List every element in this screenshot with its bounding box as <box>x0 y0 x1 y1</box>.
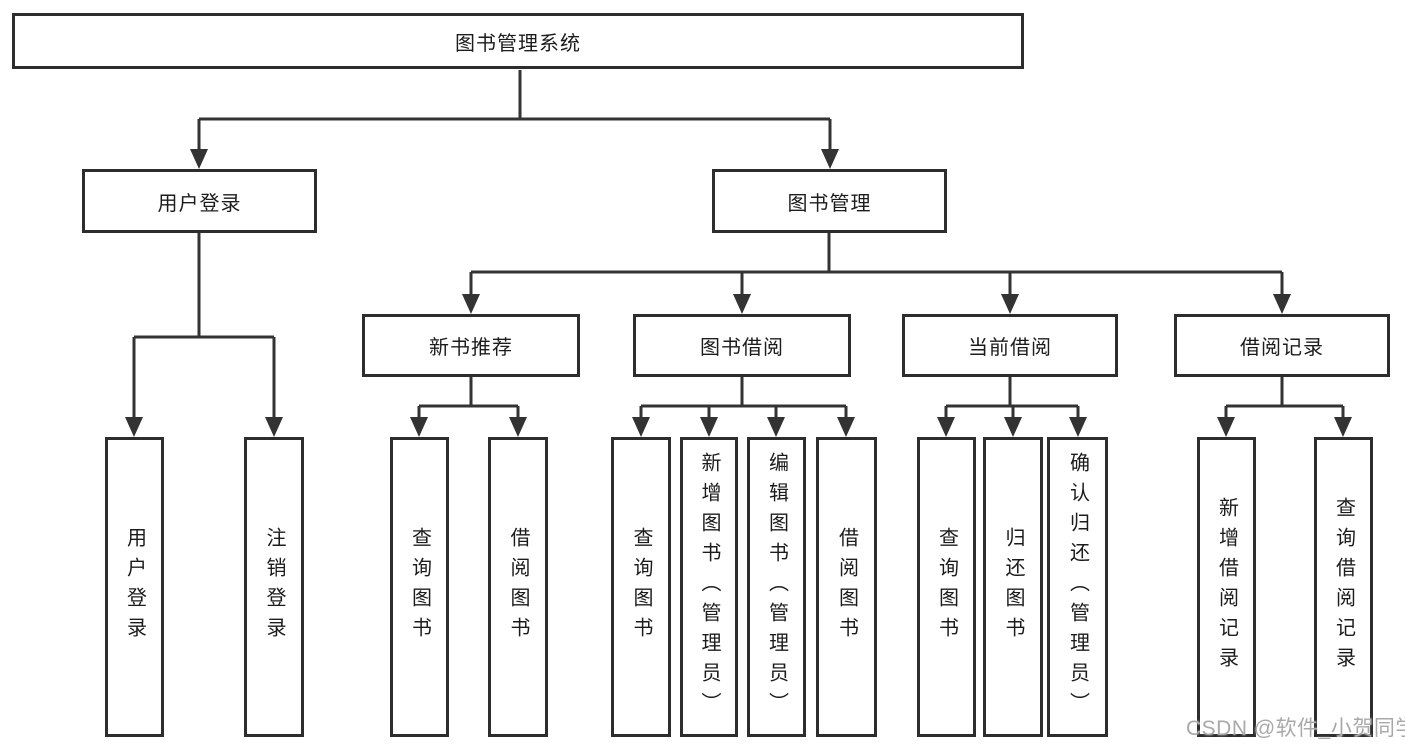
node-book-borrowing: 图书借阅 <box>633 314 851 377</box>
node-leaf-user-login: 用户登录 <box>105 437 164 737</box>
leaf-label: 新增借阅记录 <box>1215 497 1238 677</box>
leaf-label: 确认归还（管理员） <box>1066 452 1089 722</box>
leaf-label: 查询图书 <box>935 527 958 647</box>
leaf-label: 借阅图书 <box>835 527 858 647</box>
node-current-borrowing: 当前借阅 <box>902 314 1118 377</box>
node-borrowing-records: 借阅记录 <box>1174 314 1390 377</box>
leaf-label: 查询图书 <box>630 527 652 647</box>
node-leaf-add-books-admin: 新增图书（管理员） <box>680 437 738 737</box>
leaf-label: 新增图书（管理员） <box>698 452 720 722</box>
node-leaf-borrow-books-2: 借阅图书 <box>816 437 877 737</box>
node-leaf-confirm-return-admin: 确认归还（管理员） <box>1047 437 1108 737</box>
leaf-label: 编辑图书（管理员） <box>765 452 788 722</box>
node-library-system: 图书管理系统 <box>12 13 1024 69</box>
node-leaf-return-books: 归还图书 <box>983 437 1043 737</box>
leaf-label: 归还图书 <box>1002 527 1024 647</box>
node-leaf-query-books-3: 查询图书 <box>917 437 976 737</box>
node-book-management: 图书管理 <box>712 169 947 233</box>
node-leaf-edit-books-admin: 编辑图书（管理员） <box>747 437 806 737</box>
node-leaf-query-borrow-record: 查询借阅记录 <box>1314 437 1373 737</box>
leaf-label: 用户登录 <box>123 527 146 647</box>
node-leaf-logout: 注销登录 <box>244 437 304 737</box>
node-user-login: 用户登录 <box>82 169 317 233</box>
node-new-book-recommend: 新书推荐 <box>362 314 580 377</box>
leaf-label: 查询借阅记录 <box>1332 497 1355 677</box>
leaf-label: 借阅图书 <box>507 527 529 647</box>
node-leaf-borrow-books-1: 借阅图书 <box>488 437 548 737</box>
csdn-watermark: CSDN @软件_小贺同学 <box>1186 717 1405 740</box>
leaf-label: 注销登录 <box>263 527 285 647</box>
node-leaf-query-books-1: 查询图书 <box>390 437 449 737</box>
leaf-label: 查询图书 <box>408 527 431 647</box>
node-leaf-add-borrow-record: 新增借阅记录 <box>1197 437 1256 737</box>
node-leaf-query-books-2: 查询图书 <box>611 437 671 737</box>
